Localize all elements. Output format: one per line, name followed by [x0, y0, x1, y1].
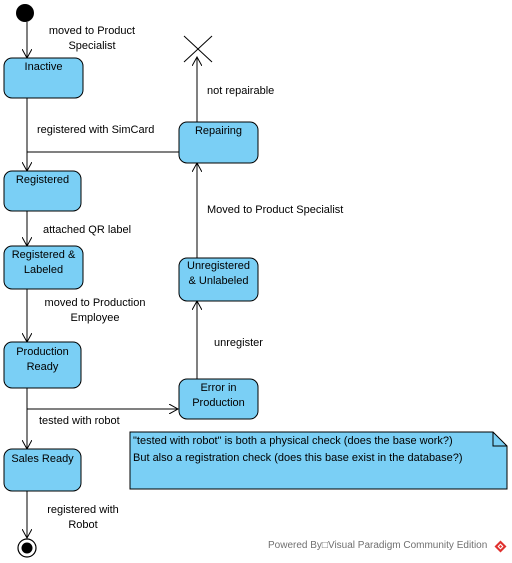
note-line2: But also a registration check (does this… — [133, 452, 463, 464]
state-inactive[interactable]: Inactive — [3, 57, 84, 99]
state-registered[interactable]: Registered — [3, 170, 82, 212]
state-registered-labeled[interactable]: Registered & Labeled — [3, 245, 84, 290]
visual-paradigm-logo-icon — [494, 540, 507, 556]
transition-label-registered-with-simcard: registered with SimCard — [37, 124, 154, 136]
state-unregistered-unlabeled-label-line2: & Unlabeled — [189, 275, 249, 287]
note: "tested with robot" is both a physical c… — [129, 431, 508, 490]
state-production-ready[interactable]: Production Ready — [3, 341, 82, 389]
transition-label-registered-with-robot-line1: registered with — [47, 504, 119, 516]
initial-state — [16, 4, 34, 22]
state-registered-labeled-label-line2: Labeled — [24, 264, 63, 276]
transition-label-tested-with-robot: tested with robot — [39, 415, 120, 427]
state-error-in-production[interactable]: Error in Production — [178, 378, 259, 420]
transition-label-attached-qr-label: attached QR label — [43, 224, 131, 236]
state-inactive-label: Inactive — [25, 61, 63, 73]
terminate-icon — [183, 35, 213, 63]
transition-label-moved-to-production-employee-line1: moved to Production — [45, 297, 146, 309]
state-sales-ready-label: Sales Ready — [11, 453, 74, 465]
final-state — [17, 538, 37, 558]
footer-powered-by: Powered By□Visual Paradigm Community Edi… — [268, 540, 488, 551]
state-error-in-production-label-line1: Error in — [200, 382, 236, 394]
footer: Powered By□Visual Paradigm Community Edi… — [268, 540, 508, 554]
state-production-ready-label-line1: Production — [16, 346, 69, 358]
transition-label-moved-to-product-specialist-line2: Specialist — [68, 40, 115, 52]
state-sales-ready[interactable]: Sales Ready — [3, 448, 82, 492]
transition-label-unregister: unregister — [214, 337, 263, 349]
transition-lines — [27, 22, 197, 538]
state-error-in-production-label-line2: Production — [192, 397, 245, 409]
note-line1: "tested with robot" is both a physical c… — [133, 435, 453, 447]
transition-label-moved-to-production-employee-line2: Employee — [71, 312, 120, 324]
transition-label-not-repairable: not repairable — [207, 85, 274, 97]
state-registered-labeled-label-line1: Registered & — [12, 249, 76, 261]
state-unregistered-unlabeled[interactable]: Unregistered & Unlabeled — [178, 257, 259, 302]
state-unregistered-unlabeled-label-line1: Unregistered — [187, 260, 250, 272]
transition-label-moved-to-product-specialist-line1: moved to Product — [49, 25, 135, 37]
state-repairing[interactable]: Repairing — [178, 121, 259, 164]
state-production-ready-label-line2: Ready — [27, 361, 59, 373]
transition-label-registered-with-robot-line2: Robot — [68, 519, 97, 531]
state-registered-label: Registered — [16, 174, 69, 186]
transition-label-moved-to-product-specialist-cap: Moved to Product Specialist — [207, 204, 343, 216]
state-repairing-label: Repairing — [195, 125, 242, 137]
